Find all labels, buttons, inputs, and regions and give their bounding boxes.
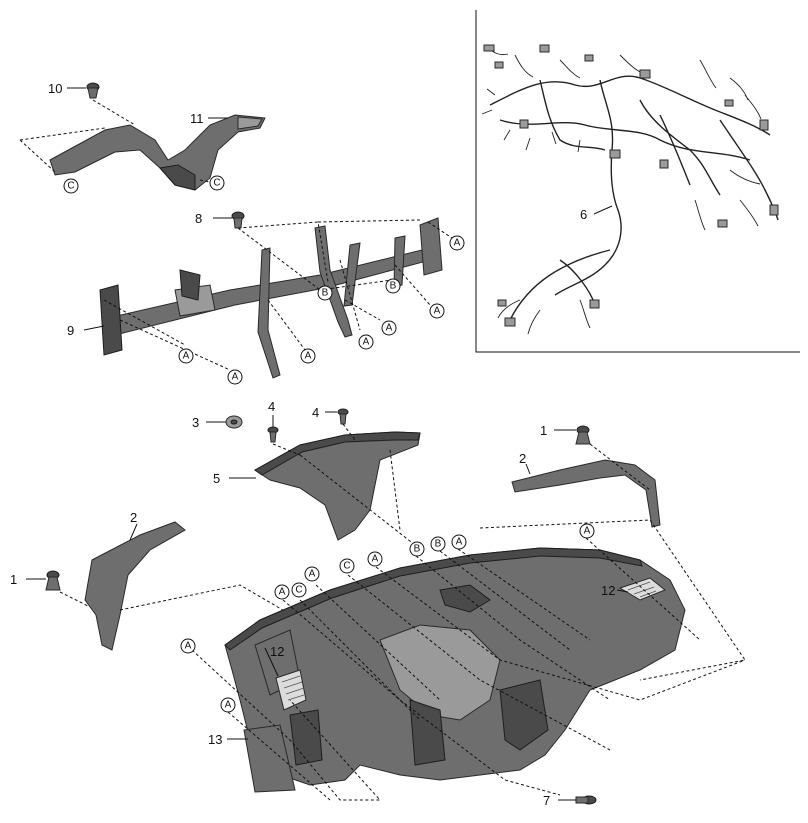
ref-a-9: A [456,537,463,548]
callout-1-right: 1 [540,423,547,438]
vent-right [618,577,666,601]
wiring-harness-panel: 6 [475,10,800,353]
upper-panel [254,431,421,541]
callout-4-left: 4 [268,399,275,414]
instrument-panel-assembly: 13 12 12 7 A A B B A C A C A [180,523,746,808]
ref-a-1: A [454,238,461,249]
callout-1-left: 1 [10,572,17,587]
vent-left [275,669,307,711]
wiring-harness [481,44,779,335]
callout-9: 9 [67,323,74,338]
callout-3: 3 [192,415,199,430]
ref-a-6: A [232,372,239,383]
leader-6 [593,205,613,215]
beam-ref-markers: A B B A A A A A A [178,235,465,385]
ref-b-2: B [390,281,397,292]
ref-c-duct-left: C [67,181,74,192]
inset-frame [475,10,800,353]
callout-8: 8 [195,211,202,226]
side-cover-13 [243,724,296,793]
callout-12-right: 12 [601,583,615,598]
ref-a-8: A [584,526,591,537]
upper-panel-assembly: 3 4 4 5 [192,399,421,546]
air-duct [49,114,266,191]
callout-6: 6 [580,207,587,222]
ref-a-14: A [225,700,232,711]
ref-c-duct-right: C [213,178,220,189]
ref-a-10: A [372,554,379,565]
ref-b-1: B [322,288,329,299]
ref-a-3: A [386,323,393,334]
ref-a-4: A [363,337,370,348]
air-duct-assembly: 10 11 C C [19,81,266,194]
callout-5: 5 [213,471,220,486]
ref-a-7: A [305,351,312,362]
ref-a-2: A [434,306,441,317]
cross-car-beam-assembly: 8 9 A B B A A A A A A [67,211,465,385]
side-trim-right: 1 2 [479,423,746,681]
callout-12-left: 12 [270,644,284,659]
callout-10: 10 [48,81,62,96]
ref-b-4: B [414,544,421,555]
panel-ref-markers: A A B B A C A C A A A [180,523,595,713]
ref-c-2: C [295,585,302,596]
callout-2-left: 2 [130,510,137,525]
ref-c-1: C [343,561,350,572]
ref-a-5: A [183,351,190,362]
callout-11: 11 [190,111,204,126]
callout-7: 7 [543,793,550,808]
side-trim-left: 1 2 [10,510,301,651]
callout-2-right: 2 [519,451,526,466]
ref-a-13: A [185,641,192,652]
ref-a-12: A [279,587,286,598]
callout-13: 13 [208,732,222,747]
ref-b-3: B [435,539,442,550]
callout-4-right: 4 [312,405,319,420]
ref-a-11: A [309,569,316,580]
